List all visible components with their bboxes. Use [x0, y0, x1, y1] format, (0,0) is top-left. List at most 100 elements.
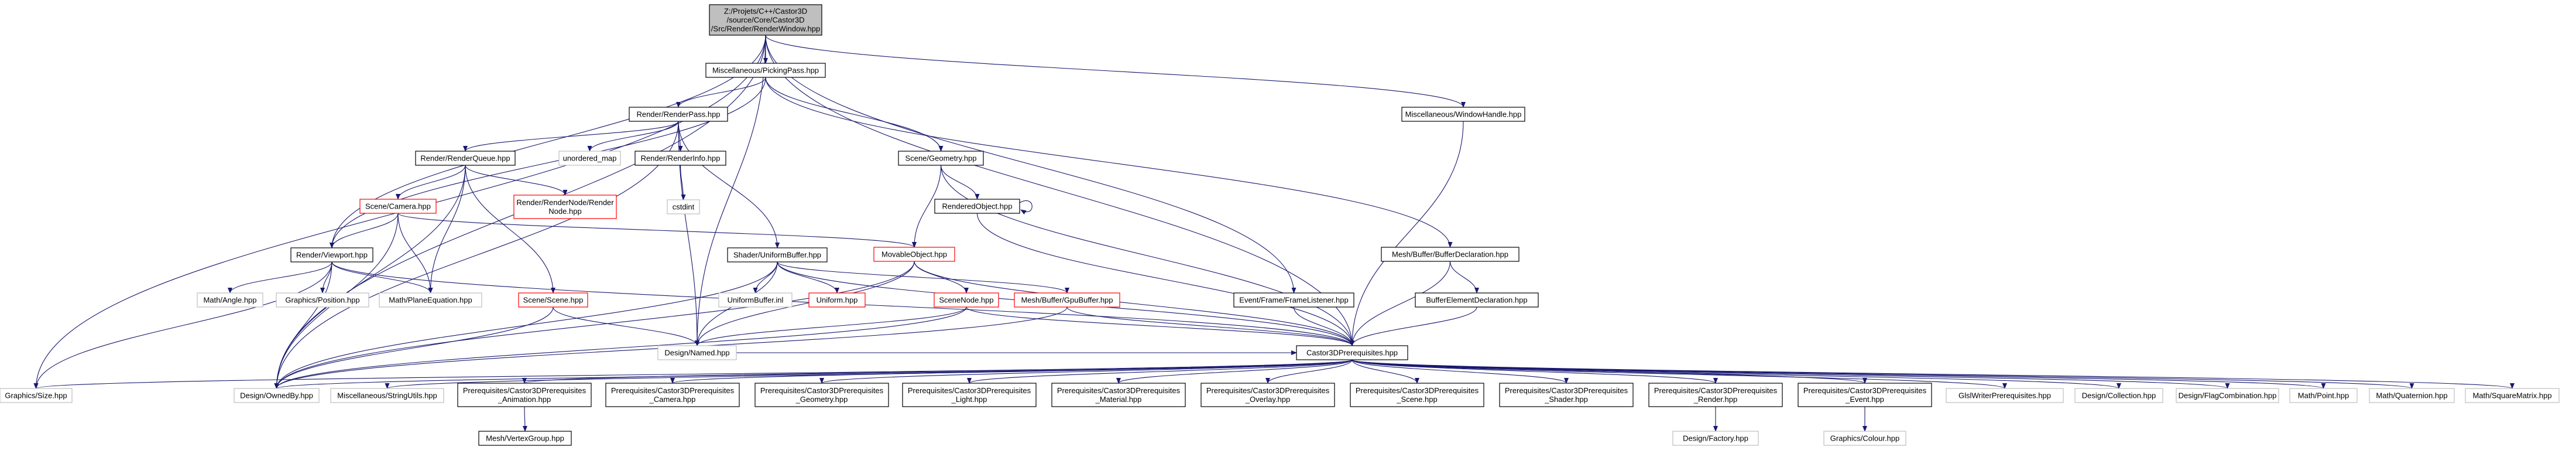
- node-root[interactable]: Z:/Projets/C++/Castor3D/source/Core/Cast…: [709, 4, 822, 36]
- edge-scenenode-to-ownedby: [274, 306, 967, 389]
- edge-renderqueue-to-ownedby: [274, 165, 466, 389]
- node-p_animation[interactable]: Prerequisites/Castor3DPrerequisites_Anim…: [457, 383, 592, 407]
- node-label-line: Prerequisites/Castor3DPrerequisites: [1206, 386, 1330, 395]
- node-box: [1014, 292, 1120, 308]
- edge-viewport-to-planeequation: [331, 261, 433, 294]
- node-label-line: _Camera.hpp: [649, 395, 696, 404]
- edge-uniformbuffer-to-uniformhpp: [777, 261, 839, 294]
- node-label-line: Uniform.hpp: [817, 296, 858, 305]
- node-stringutils[interactable]: Miscellaneous/StringUtils.hpp: [330, 388, 444, 403]
- node-scenescene[interactable]: Scene/Scene.hpp: [518, 292, 588, 308]
- node-box: [934, 199, 1020, 214]
- node-picking[interactable]: Miscellaneous/PickingPass.hpp: [705, 63, 826, 78]
- node-label-line: Math/Point.hpp: [2298, 391, 2349, 400]
- node-label-line: Miscellaneous/WindowHandle.hpp: [1405, 110, 1522, 119]
- node-label-line: /source/Core/Castor3D: [727, 16, 805, 25]
- node-viewport[interactable]: Render/Viewport.hpp: [290, 247, 373, 262]
- node-p_overlay[interactable]: Prerequisites/Castor3DPrerequisites_Over…: [1200, 383, 1335, 407]
- node-p_scene[interactable]: Prerequisites/Castor3DPrerequisites_Scen…: [1350, 383, 1484, 407]
- node-uniformbuffer[interactable]: Shader/UniformBuffer.hpp: [727, 247, 828, 262]
- node-planeequation[interactable]: Math/PlaneEquation.hpp: [379, 292, 482, 308]
- node-scenegeometry[interactable]: Scene/Geometry.hpp: [898, 151, 984, 166]
- edge-uniformbuffer-to-uniformbufferinl: [753, 261, 778, 294]
- edge-viewport-to-ownedby: [274, 261, 332, 389]
- node-squarematrix[interactable]: Math/SquareMatrix.hpp: [2465, 388, 2560, 403]
- edge-prereq-to-p_geometry: [819, 359, 1353, 384]
- edge-renderpass-to-ownedby: [274, 121, 679, 389]
- node-unordered_map[interactable]: unordered_map: [558, 151, 621, 166]
- edge-movableobject-to-ownedby: [274, 261, 915, 389]
- node-label-line: _Event.hpp: [1845, 395, 1884, 404]
- edge-renderpass-to-unordered_map: [587, 121, 679, 152]
- node-p_render[interactable]: Prerequisites/Castor3DPrerequisites_Rend…: [1648, 383, 1783, 407]
- edge-picking-to-scenegeometry: [765, 77, 944, 152]
- edge-prereq-to-p_material: [1116, 359, 1353, 384]
- node-p_event[interactable]: Prerequisites/Castor3DPrerequisites_Even…: [1798, 383, 1932, 407]
- node-label-line: Node.hpp: [548, 207, 581, 216]
- edge-renderpass-to-uniformbuffer: [678, 121, 780, 248]
- node-label-line: _Geometry.hpp: [795, 395, 848, 404]
- node-scenenode[interactable]: SceneNode.hpp: [934, 292, 999, 308]
- node-label-line: Castor3DPrerequisites.hpp: [1306, 349, 1398, 357]
- node-box: [1051, 383, 1186, 407]
- node-label-line: Math/PlaneEquation.hpp: [389, 296, 472, 305]
- node-collection[interactable]: Design/Collection.hpp: [2074, 388, 2163, 403]
- node-gpubuffer[interactable]: Mesh/Buffer/GpuBuffer.hpp: [1014, 292, 1120, 308]
- node-cstdint[interactable]: cstdint: [667, 199, 700, 214]
- node-label-line: Math/Angle.hpp: [203, 296, 256, 305]
- node-renderedobject[interactable]: RenderedObject.hpp: [934, 199, 1020, 214]
- node-renderinfo[interactable]: Render/RenderInfo.hpp: [634, 151, 726, 166]
- node-movableobject[interactable]: MovableObject.hpp: [873, 247, 955, 262]
- node-label-line: _Material.hpp: [1095, 395, 1142, 404]
- node-box: [513, 195, 617, 219]
- node-uniformbufferinl[interactable]: UniformBuffer.inl: [718, 292, 793, 308]
- node-bufferelement[interactable]: BufferElementDeclaration.hpp: [1415, 292, 1539, 308]
- node-framelistener[interactable]: Event/Frame/FrameListener.hpp: [1233, 292, 1354, 308]
- node-vertexgroup[interactable]: Mesh/VertexGroup.hpp: [478, 431, 572, 446]
- node-p_geometry[interactable]: Prerequisites/Castor3DPrerequisites_Geom…: [754, 383, 889, 407]
- edge-viewport-to-mathangle: [228, 261, 332, 294]
- node-factory[interactable]: Design/Factory.hpp: [1672, 431, 1759, 446]
- node-graphicsposition[interactable]: Graphics/Position.hpp: [276, 292, 369, 308]
- node-point[interactable]: Math/Point.hpp: [2289, 388, 2358, 403]
- edge-scenecamera-to-viewport: [330, 213, 399, 248]
- node-glsl[interactable]: GlslWriterPrerequisites.hpp: [1946, 388, 2064, 403]
- edge-windowhandle-to-prereq: [1350, 121, 1464, 346]
- node-label-line: Math/SquareMatrix.hpp: [2472, 391, 2551, 400]
- edge-uniformbuffer-to-gpubuffer: [777, 261, 1069, 294]
- node-p_light[interactable]: Prerequisites/Castor3DPrerequisites_Ligh…: [902, 383, 1037, 407]
- node-box: [1946, 388, 2064, 403]
- node-p_shader[interactable]: Prerequisites/Castor3DPrerequisites_Shad…: [1499, 383, 1634, 407]
- node-box: [1648, 383, 1783, 407]
- node-box: [657, 345, 737, 360]
- node-prereq[interactable]: Castor3DPrerequisites.hpp: [1296, 345, 1408, 360]
- node-box: [234, 388, 320, 403]
- node-label-line: Render/Viewport.hpp: [296, 251, 368, 260]
- edge-picking-to-bufferdecl: [765, 77, 1453, 248]
- node-renderqueue[interactable]: Render/RenderQueue.hpp: [415, 151, 516, 166]
- node-p_material[interactable]: Prerequisites/Castor3DPrerequisites_Mate…: [1051, 383, 1186, 407]
- node-scenecamera[interactable]: Scene/Camera.hpp: [359, 199, 437, 214]
- node-label-line: _Overlay.hpp: [1245, 395, 1290, 404]
- node-rendernode[interactable]: Render/RenderNode/RenderNode.hpp: [513, 195, 617, 219]
- node-label-line: Design/OwnedBy.hpp: [240, 391, 313, 400]
- edge-framelistener-to-prereq: [1293, 306, 1354, 346]
- node-label-line: Graphics/Size.hpp: [5, 391, 67, 400]
- node-box: [1381, 247, 1519, 262]
- node-flagcomb[interactable]: Design/FlagCombination.hpp: [2176, 388, 2279, 403]
- node-quaternion[interactable]: Math/Quaternion.hpp: [2369, 388, 2455, 403]
- node-uniformhpp[interactable]: Uniform.hpp: [808, 292, 866, 308]
- node-size[interactable]: Graphics/Size.hpp: [0, 388, 73, 403]
- node-p_camera[interactable]: Prerequisites/Castor3DPrerequisites_Came…: [605, 383, 740, 407]
- node-mathangle[interactable]: Math/Angle.hpp: [197, 292, 263, 308]
- node-box: [808, 292, 866, 308]
- node-renderpass[interactable]: Render/RenderPass.hpp: [629, 107, 728, 122]
- node-box: [1401, 107, 1525, 122]
- node-named[interactable]: Design/Named.hpp: [657, 345, 737, 360]
- node-colour[interactable]: Graphics/Colour.hpp: [1823, 431, 1906, 446]
- node-ownedby[interactable]: Design/OwnedBy.hpp: [234, 388, 320, 403]
- node-windowhandle[interactable]: Miscellaneous/WindowHandle.hpp: [1401, 107, 1525, 122]
- node-bufferdecl[interactable]: Mesh/Buffer/BufferDeclaration.hpp: [1381, 247, 1519, 262]
- edge-renderqueue-to-scenecamera: [396, 165, 466, 200]
